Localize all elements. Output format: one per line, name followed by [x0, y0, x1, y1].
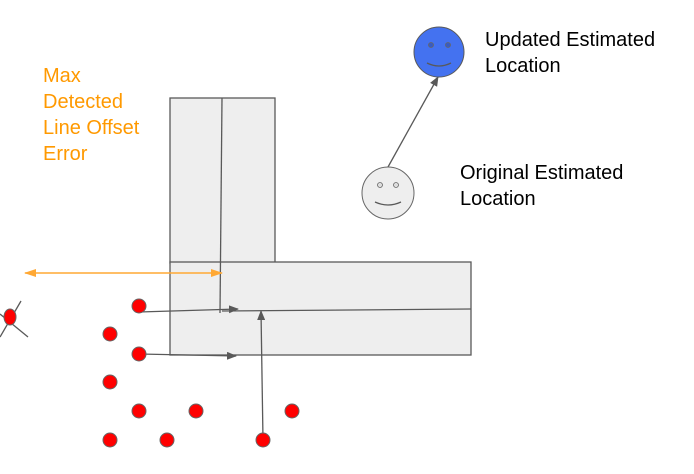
original-location-label: Original Estimated Location — [460, 160, 623, 212]
arrow — [138, 351, 237, 360]
scan-point — [102, 326, 118, 342]
scan-point — [159, 432, 175, 448]
label-line: Line Offset — [43, 117, 140, 139]
scan-points — [102, 298, 300, 448]
scan-point — [188, 403, 204, 419]
label-line: Location — [460, 188, 536, 210]
label-line: Detected — [43, 91, 124, 113]
label-line: Max — [43, 65, 81, 87]
label-line: Original Estimated — [460, 162, 624, 184]
outlier-point — [0, 300, 29, 338]
label-line: Location — [485, 55, 561, 77]
max-offset-label: Max Detected Line Offset Error — [43, 63, 139, 167]
scan-point — [102, 432, 118, 448]
scan-point — [284, 403, 300, 419]
location-update-arrow — [387, 76, 439, 168]
building — [169, 97, 472, 356]
building-horizontal-wing — [169, 261, 472, 356]
original-location-face-icon — [361, 166, 415, 220]
updated-location-label: Updated Estimated Location — [485, 27, 655, 79]
label-line: Updated Estimated — [485, 29, 656, 51]
updated-location-face-icon — [413, 26, 465, 78]
label-line: Error — [43, 143, 88, 165]
scan-point — [255, 432, 271, 448]
arrow — [257, 310, 266, 441]
scan-point — [131, 403, 147, 419]
scan-point — [131, 346, 147, 362]
detected-line-vertical — [219, 97, 223, 314]
scan-point — [131, 298, 147, 314]
building-vertical-wing — [169, 97, 276, 264]
arrow — [138, 305, 239, 314]
scan-point — [102, 374, 118, 390]
correspondence-arrows — [138, 305, 266, 441]
